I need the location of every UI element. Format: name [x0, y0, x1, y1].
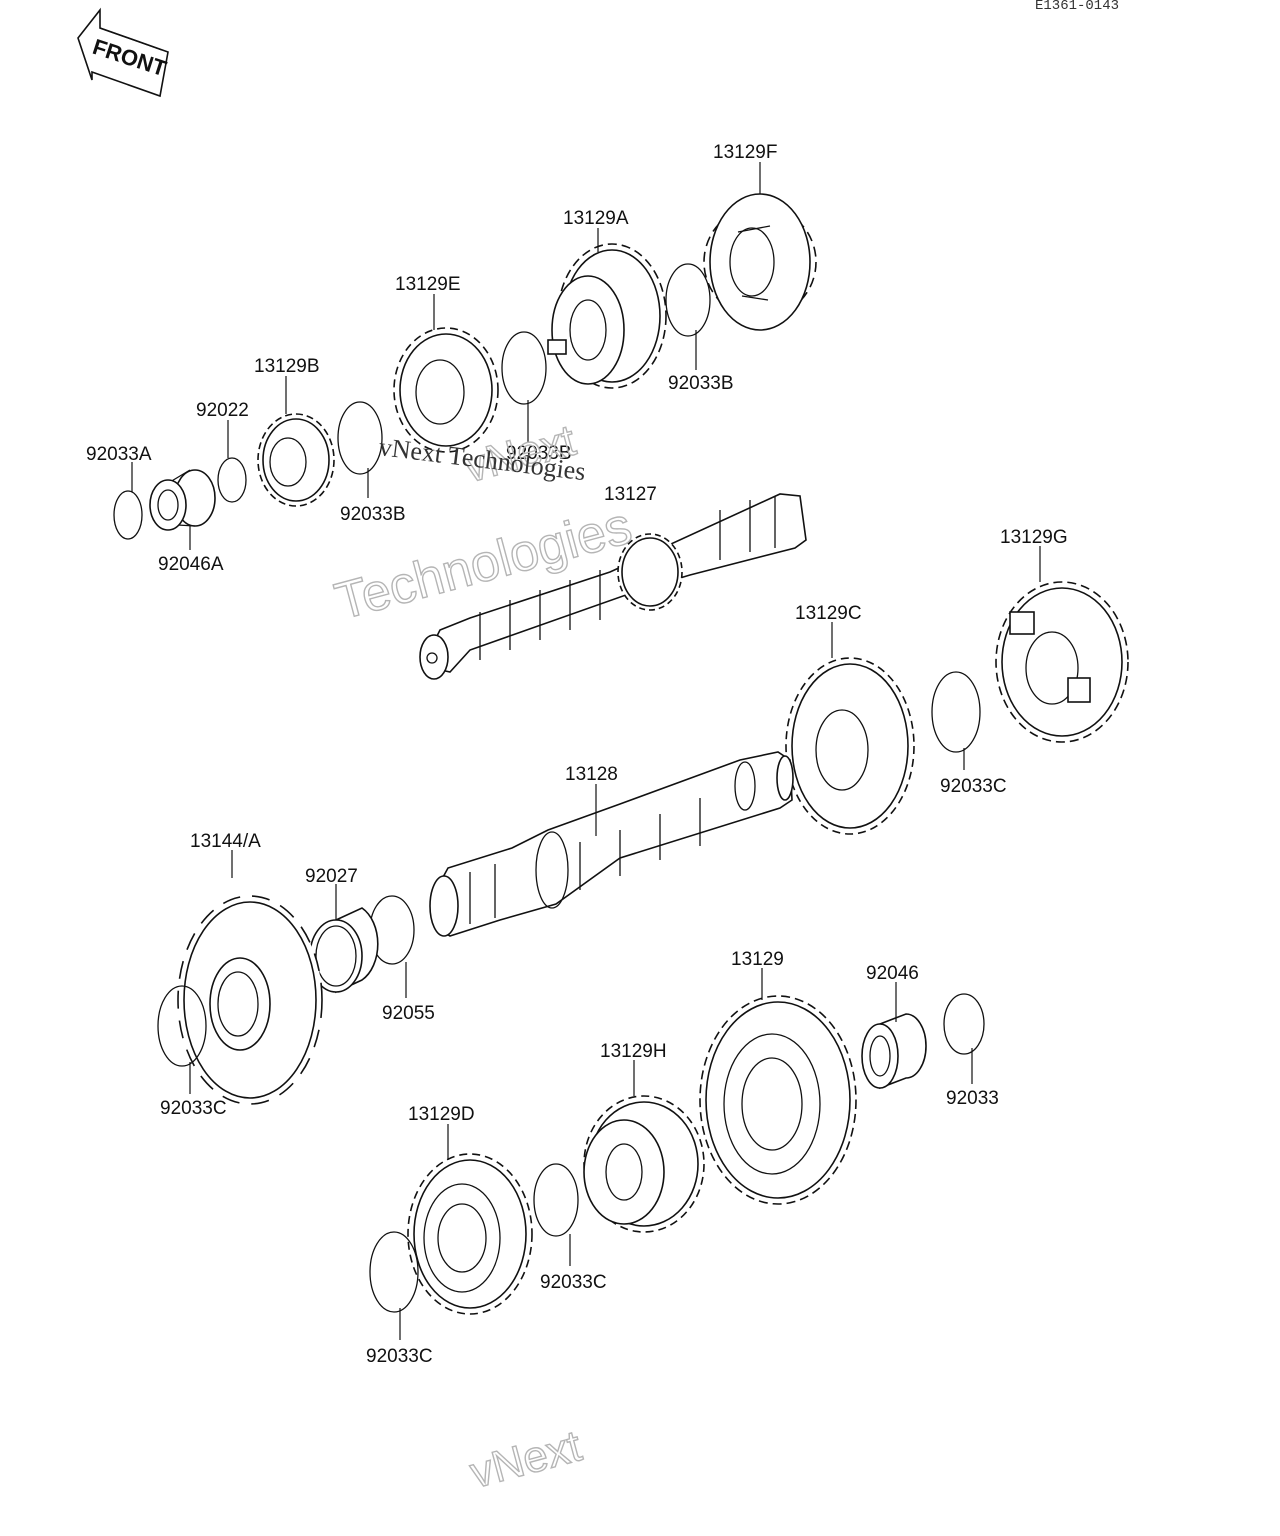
label-13129e: 13129E: [395, 274, 461, 295]
label-13129h: 13129H: [600, 1041, 667, 1062]
gear-13129b: [257, 413, 335, 507]
drawing-code: E1361-0143: [1035, 0, 1119, 14]
circlip-92033c-middle: [533, 1163, 579, 1237]
shaft-13128: [429, 751, 794, 937]
label-92033a: 92033A: [86, 444, 152, 465]
label-13144a: 13144/A: [190, 831, 261, 852]
label-13129: 13129: [731, 949, 784, 970]
washer-92022: [217, 457, 247, 503]
circlip-92033: [943, 993, 985, 1055]
label-13128: 13128: [565, 764, 618, 785]
label-92033b-middle: 92033B: [506, 443, 572, 464]
leader-lines: [131, 162, 1041, 1340]
gear-13129: [699, 995, 857, 1205]
circlip-92033c-upper-right: [931, 671, 981, 753]
label-92022: 92022: [196, 400, 249, 421]
watermark-bottom: vNext: [465, 1421, 586, 1497]
label-13129d: 13129D: [408, 1104, 475, 1125]
gear-13129h: [583, 1095, 705, 1233]
gear-13129f: [703, 193, 817, 331]
label-92046a: 92046A: [158, 554, 224, 575]
circlip-92033c-bottom: [369, 1231, 419, 1313]
label-92055: 92055: [382, 1003, 435, 1024]
gear-13129d: [407, 1153, 533, 1315]
circlip-92033c-left: [157, 985, 207, 1067]
label-92033b-right: 92033B: [668, 373, 734, 394]
needle-bearing-92046: [861, 1013, 927, 1090]
gear-13129e: [393, 327, 499, 453]
circlip-92033b-middle: [501, 331, 547, 405]
circlip-92033b-left: [337, 401, 383, 475]
label-13129b: 13129B: [254, 356, 320, 377]
label-92033c-right: 92033C: [940, 776, 1007, 797]
label-92033: 92033: [946, 1088, 999, 1109]
front-arrow-icon: FRONT: [77, 7, 170, 98]
circlip-92033a: [113, 490, 143, 540]
label-92033c-bottom: 92033C: [366, 1346, 433, 1367]
gear-13129a: [547, 243, 667, 389]
label-13129c: 13129C: [795, 603, 862, 624]
label-92046: 92046: [866, 963, 919, 984]
label-92027: 92027: [305, 866, 358, 887]
label-13129f: 13129F: [713, 142, 777, 163]
sprocket-13144a: [177, 895, 323, 1105]
label-92033b-left: 92033B: [340, 504, 406, 525]
label-13129a: 13129A: [563, 208, 629, 229]
gear-13129g: [995, 581, 1129, 743]
circlip-92033b-right: [665, 263, 711, 337]
label-13129g: 13129G: [1000, 527, 1068, 548]
label-92033c-middle: 92033C: [540, 1272, 607, 1293]
collar-92027: [309, 907, 379, 994]
label-13127: 13127: [604, 484, 657, 505]
shaft-13127: [419, 493, 807, 680]
needle-bearing-92046a: [149, 469, 216, 531]
gear-13129c: [785, 657, 915, 835]
label-92033c-left: 92033C: [160, 1098, 227, 1119]
